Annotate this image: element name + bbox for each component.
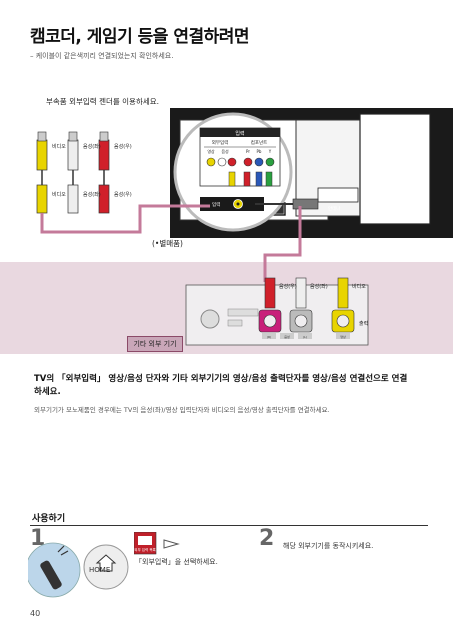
device-cable-label-audio-r: 음성(우) [279,283,297,290]
device-jack-l: (L) [303,335,307,339]
tv-port-y: Y [268,149,272,154]
tv-port-video: 영상 [207,148,215,154]
other-device-panel: (R) 음성 (L) 영상 출력 [185,284,369,346]
page-number: 40 [30,609,41,618]
device-output-label: 출력 [359,320,368,327]
cable-label-bottom-audio-r: 음성(우) [114,191,132,198]
device-cable-label-video: 비디오 [352,283,366,290]
pointer-arrow-icon [163,539,180,549]
tv-panel-zoom: 입력 외부입력 컴포넌트 영상 음성 Pr Pb Y 입력 [173,112,293,232]
tv-port-pr: Pr [246,149,250,154]
external-input-menu-label: 외부 입력 목록 [134,547,156,552]
instruction-main: TV의 「외부입력」 영상/음성 단자와 기타 외부기기의 영상/음성 출력단자… [34,374,408,397]
tv-panel-header: 입력 [235,130,244,137]
tv-input-jack-label: 입력 [212,201,220,208]
accessory-note: 부속품 외부입력 젠더를 이용하세요. [46,97,160,106]
step1-illustration [28,542,129,598]
instruction-sub: 외부기기가 모노제품인 경우에는 TV의 음성(좌)/영상 입력단자와 비디오의… [34,406,330,414]
separate-purchase-label: (•별매품) [152,239,183,248]
tv-jack-pr [243,157,253,167]
step2-number: 2 [259,526,275,551]
usage-heading: 사용하기 [32,514,66,524]
tv-jack-audio-l [217,157,227,167]
tv-jack-video [206,157,216,167]
home-button-label: HOME [89,566,111,574]
cable-label-bottom-video: 비디오 [52,191,66,198]
device-jack-audio: 음성 [284,334,290,339]
tv-jack-pb [254,157,264,167]
page-subtitle: – 케이블이 같은색끼리 연결되었는지 확인하세요. [30,52,174,60]
usage-divider [30,525,428,526]
tv-port-pb: Pb [257,149,262,154]
page-title: 캠코더, 게임기 등을 연결하려면 [30,27,250,47]
tv-extra-label: 안테나 [328,205,340,212]
step1-menu-icon-group: 외부 입력 목록 [134,532,180,555]
device-jack-r: (R) [267,335,271,339]
device-cable-label-audio-l: 음성(좌) [310,283,328,290]
home-icon [95,554,117,572]
gender-adapter [36,131,110,214]
step1-number: 1 [30,526,46,551]
tv-jack-audio-r [227,157,237,167]
connection-diagram: 입력 외부입력 컴포넌트 영상 음성 Pr Pb Y 입력 안테나 [36,108,453,346]
cable-label-top-video: 비디오 [52,143,66,150]
other-device-label: 기타 외부 기기 [127,336,183,352]
cable-label-bottom-audio-l: 음성(좌) [83,191,101,198]
step2-text: 해당 외부기기를 동작시키세요. [283,542,374,550]
tv-group-component: 컴포넌트 [251,139,268,146]
tv-group-external: 외부입력 [212,139,229,146]
cable-label-top-audio-l: 음성(좌) [83,143,101,150]
device-jack-video: 영상 [340,334,346,339]
tv-jack-y [265,157,275,167]
cable-label-top-audio-r: 음성(우) [114,143,132,150]
step1-text: 「외부입력」을 선택하세요. [135,558,218,566]
tv-port-audio: 음성 [221,148,229,154]
